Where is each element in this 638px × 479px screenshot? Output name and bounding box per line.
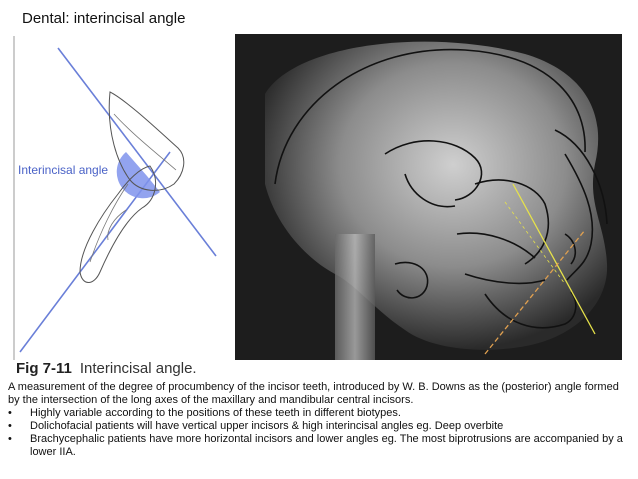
bullet-text: Dolichofacial patients will have vertica…: [30, 420, 504, 432]
description: A measurement of the degree of procumben…: [8, 381, 630, 459]
figure: Interincisal angle: [10, 34, 622, 360]
bullet-icon: •: [8, 407, 12, 419]
figure-caption-text: Interincisal angle.: [79, 360, 197, 377]
bullet-icon: •: [8, 433, 12, 445]
upper-incisor-outline: [108, 91, 185, 191]
bullet-item: • Brachycephalic patients have more hori…: [8, 433, 630, 459]
maxillary-axis-line: [57, 47, 217, 257]
incisor-diagram-svg: Interincisal angle: [13, 36, 217, 360]
maxillary-incisor-axis: [512, 183, 596, 335]
bullet-text: Brachycephalic patients have more horizo…: [30, 433, 623, 458]
cervical-spine: [335, 234, 375, 360]
cephalometric-radiograph: [235, 34, 622, 360]
description-intro: A measurement of the degree of procumben…: [8, 381, 619, 406]
radiograph-svg: [235, 34, 622, 360]
slide-title: Dental: interincisal angle: [22, 10, 186, 27]
diagram-label: Interincisal angle: [18, 163, 108, 177]
interincisal-angle-marker: [116, 152, 160, 199]
figure-caption: Fig 7-11 Interincisal angle.: [16, 360, 197, 382]
bullet-text: Highly variable according to the positio…: [30, 407, 401, 419]
lower-incisor-outline: [79, 165, 157, 283]
bullet-item: • Dolichofacial patients will have verti…: [8, 420, 630, 433]
bullet-icon: •: [8, 420, 12, 432]
mandibular-incisor-axis: [484, 229, 586, 355]
incisor-diagram: Interincisal angle: [10, 34, 232, 360]
bullet-list: • Highly variable according to the posit…: [8, 407, 630, 459]
figure-number: Fig 7-11: [16, 360, 72, 377]
ceph-tracing: [274, 48, 608, 329]
bullet-item: • Highly variable according to the posit…: [8, 407, 630, 420]
